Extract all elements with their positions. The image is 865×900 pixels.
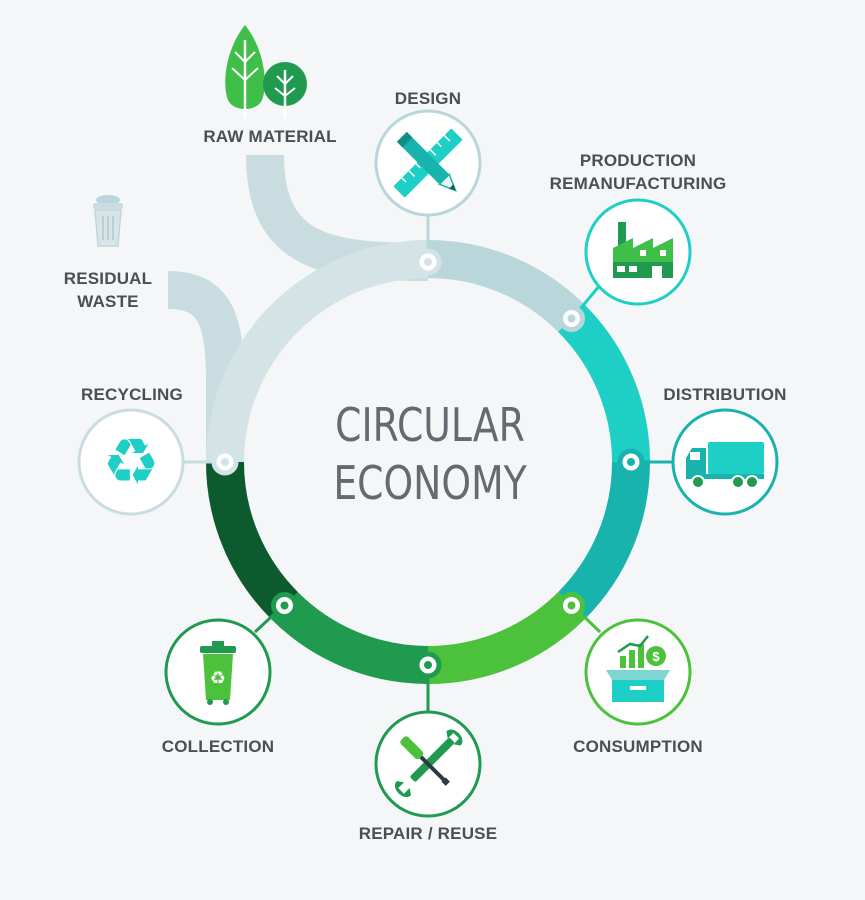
title-line-2: ECONOMY <box>333 456 527 510</box>
ring-segment-consumption-repair <box>427 591 585 684</box>
label-production: PRODUCTION <box>579 151 697 170</box>
svg-text:♻: ♻ <box>210 668 226 689</box>
label-repair-reuse: REPAIR / REUSE <box>358 824 498 843</box>
label-design: DESIGN <box>394 89 462 108</box>
trash-can-icon <box>93 195 123 247</box>
label-collection: COLLECTION <box>161 737 275 756</box>
wrench-screwdriver-icon <box>395 729 463 797</box>
title-line-1: CIRCULAR <box>335 398 525 452</box>
ring-segment-collection-recycling <box>206 461 299 619</box>
box-chart-dollar-icon: $ <box>606 635 670 702</box>
label-remanufacturing: REMANUFACTURING <box>549 174 727 193</box>
svg-text:♻: ♻ <box>102 426 159 500</box>
ring-segment-design-production <box>427 240 585 333</box>
ring-segment-repair-collection <box>271 591 429 684</box>
recycle-icon: ♻ <box>102 426 159 500</box>
pencil-ruler-icon <box>393 128 463 198</box>
svg-text:$: $ <box>652 649 660 664</box>
label-recycling: RECYCLING <box>81 385 183 404</box>
label-raw-material: RAW MATERIAL <box>203 127 337 146</box>
label-consumption: CONSUMPTION <box>573 737 703 756</box>
label-residual: RESIDUAL <box>63 269 153 288</box>
truck-icon <box>686 442 764 489</box>
label-waste: WASTE <box>77 292 139 311</box>
diagram-title: CIRCULAR ECONOMY <box>282 396 577 512</box>
ring-segment-distribution-consumption <box>557 461 650 619</box>
label-distribution: DISTRIBUTION <box>663 385 787 404</box>
factory-icon <box>613 222 673 278</box>
ring-segment-production-distribution <box>557 305 650 463</box>
recycling-circle <box>77 408 185 516</box>
trees-icon <box>225 25 307 118</box>
recycle-bin-icon: ♻ <box>200 641 236 705</box>
ring-segment-recycling-design <box>206 240 429 463</box>
